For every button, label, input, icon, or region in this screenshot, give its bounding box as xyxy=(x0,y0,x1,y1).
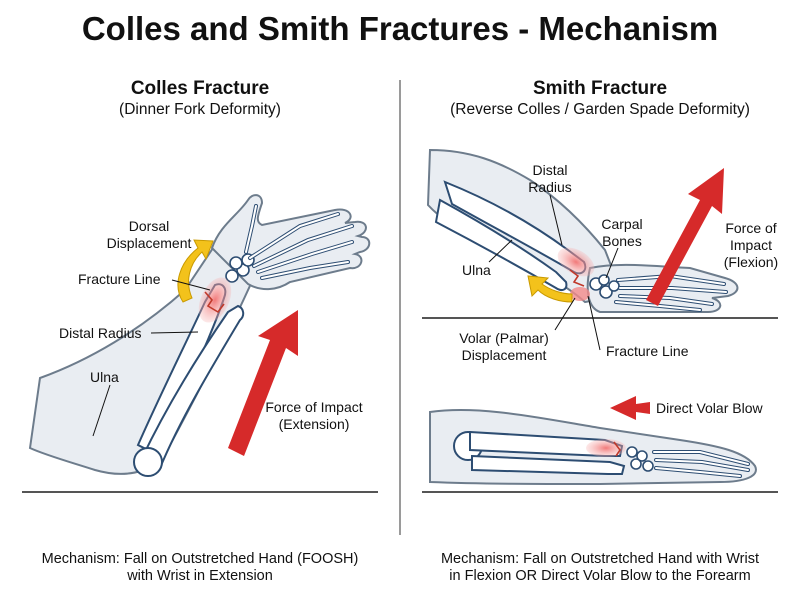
leader-smith-fracture-line xyxy=(587,295,601,351)
colles-heading: Colles Fracture xyxy=(130,78,270,99)
label-smith-distal-line1: Distal xyxy=(532,162,568,178)
label-smith-force-line1: Force of xyxy=(725,220,777,236)
smith-fracture-zone xyxy=(557,247,595,277)
smith-bottom-fracture-zone xyxy=(586,439,626,457)
label-colles-fracture-line: Fracture Line xyxy=(78,271,161,287)
label-colles-ulna: Ulna xyxy=(90,369,119,385)
leader-colles-fracture-line xyxy=(171,279,211,291)
colles-subheading: (Dinner Fork Deformity) xyxy=(119,101,281,118)
smith-volar-arrow xyxy=(527,275,573,303)
label-smith-fracture-line: Fracture Line xyxy=(606,343,689,359)
label-smith-volar-line1: Volar (Palmar) xyxy=(459,330,549,346)
smith-heading: Smith Fracture xyxy=(532,78,668,99)
smith-top-group xyxy=(422,148,778,351)
label-colles-distal-radius: Distal Radius xyxy=(59,325,142,341)
page-title: Colles and Smith Fractures - Mechanism xyxy=(81,10,719,47)
smith-displaced-fragment xyxy=(570,287,590,301)
label-colles-force-line2: (Extension) xyxy=(278,416,350,432)
label-smith-force-line3: (Flexion) xyxy=(723,254,779,270)
smith-force-arrow xyxy=(646,168,724,306)
smith-mechanism-caption: Mechanism: Fall on Outstretched Hand wit… xyxy=(405,551,795,585)
label-dorsal-line2: Displacement xyxy=(106,235,192,251)
smith-carpal-bones xyxy=(589,274,620,299)
leader-smith-carpal xyxy=(605,247,619,279)
label-colles-force-line1: Force of Impact xyxy=(265,399,363,415)
label-smith-carpal-line1: Carpal xyxy=(601,216,643,232)
label-smith-distal-radius: Distal Radius xyxy=(520,162,580,196)
smith-bottom-carpals xyxy=(626,446,654,472)
panel-divider xyxy=(399,80,401,535)
smith-ulna-bone xyxy=(434,198,568,291)
smith-bottom-group xyxy=(422,396,778,493)
colles-ulna-bone xyxy=(140,304,245,470)
leader-smith-ulna xyxy=(488,239,513,263)
smith-bottom-ulna xyxy=(471,454,626,475)
label-smith-distal-line2: Radius xyxy=(528,179,572,195)
colles-mechanism-caption: Mechanism: Fall on Outstretched Hand (FO… xyxy=(10,551,390,585)
smith-direct-blow-arrow xyxy=(610,396,650,420)
label-smith-carpal-line2: Bones xyxy=(602,233,642,249)
colles-arm-group xyxy=(22,194,378,493)
colles-force-arrow xyxy=(228,310,298,456)
smith-mechanism-line2: in Flexion OR Direct Volar Blow to the F… xyxy=(449,568,751,584)
label-smith-volar: Volar (Palmar) Displacement xyxy=(444,330,564,364)
label-smith-volar-line2: Displacement xyxy=(461,347,547,363)
leader-smith-volar xyxy=(554,297,576,331)
leader-colles-distal-radius xyxy=(150,331,199,334)
colles-fracture-line-mark xyxy=(204,291,225,314)
smith-subheading: (Reverse Colles / Garden Spade Deformity… xyxy=(450,101,750,118)
label-smith-ulna: Ulna xyxy=(462,262,491,278)
label-dorsal-displacement: Dorsal Displacement xyxy=(94,218,204,252)
leader-smith-distal-radius xyxy=(549,194,563,246)
label-smith-force-line2: Impact xyxy=(729,237,772,253)
colles-mechanism-line2: with Wrist in Extension xyxy=(127,568,273,584)
label-colles-force: Force of Impact (Extension) xyxy=(254,399,374,433)
label-dorsal-line1: Dorsal xyxy=(128,218,170,234)
smith-mechanism-line1: Mechanism: Fall on Outstretched Hand wit… xyxy=(440,551,760,567)
leader-colles-ulna xyxy=(92,384,111,437)
colles-elbow-joint xyxy=(133,447,163,477)
label-smith-force: Force of Impact (Flexion) xyxy=(716,220,786,271)
colles-mechanism-line1: Mechanism: Fall on Outstretched Hand (FO… xyxy=(41,551,359,567)
label-direct-volar-blow: Direct Volar Blow xyxy=(656,400,763,416)
label-smith-carpal: Carpal Bones xyxy=(590,216,654,250)
